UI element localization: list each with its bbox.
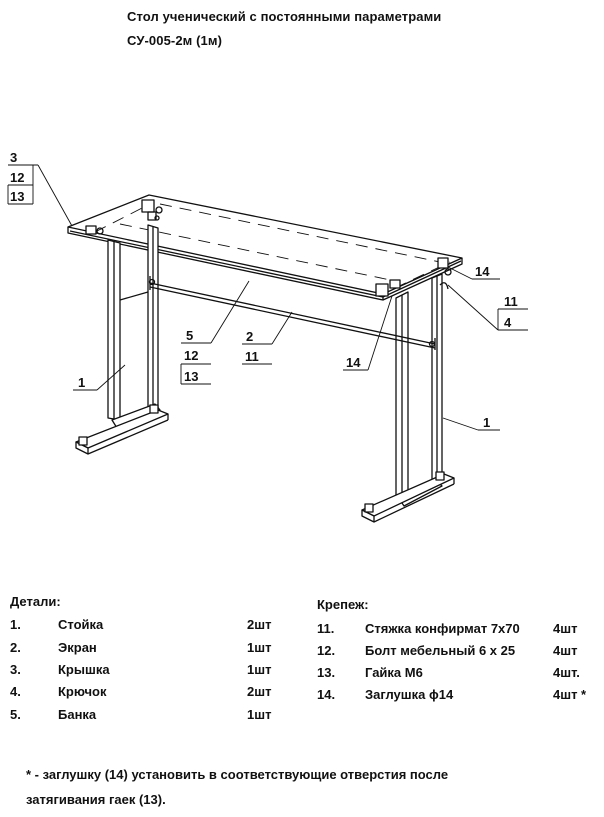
callout-11: 11 xyxy=(504,294,518,309)
drawing-title: Стол ученический с постоянными параметра… xyxy=(127,9,442,24)
callout-5: 5 xyxy=(186,328,193,343)
fasteners-heading: Крепеж: xyxy=(317,597,369,612)
callout-1: 1 xyxy=(78,375,85,390)
callout-2: 2 xyxy=(246,329,253,344)
right-leg xyxy=(361,273,455,523)
modesty-screen xyxy=(148,276,436,350)
callout-12: 12 xyxy=(184,348,198,363)
callout-4: 4 xyxy=(504,315,512,330)
callout-14: 14 xyxy=(346,355,361,370)
callout-11: 11 xyxy=(245,349,259,364)
assembly-note-continued: затягивания гаек (13). xyxy=(26,792,166,807)
fasteners-list: Крепеж: 11. Стяжка конфирмат 7х70 4шт 12… xyxy=(317,597,587,702)
callout-3: 3 xyxy=(10,150,17,165)
table-assembly-drawing: 3 12 13 14 11 4 5 12 13 2 11 14 1 1 xyxy=(7,150,528,523)
table-top xyxy=(67,194,463,301)
drawing-model-code: СУ-005-2м (1м) xyxy=(127,33,223,48)
callout-1: 1 xyxy=(483,415,490,430)
left-leg xyxy=(75,224,169,455)
parts-list: Детали: 1. Стойка 2шт 2. Экран 1шт 3. Кр… xyxy=(10,594,272,722)
parts-heading: Детали: xyxy=(10,594,61,609)
callout-12: 12 xyxy=(10,170,24,185)
callout-13: 13 xyxy=(184,369,198,384)
leader-lines xyxy=(7,164,528,431)
callout-13: 13 xyxy=(10,189,24,204)
assembly-note: * - заглушку (14) установить в соответст… xyxy=(26,767,449,782)
callout-14: 14 xyxy=(475,264,490,279)
